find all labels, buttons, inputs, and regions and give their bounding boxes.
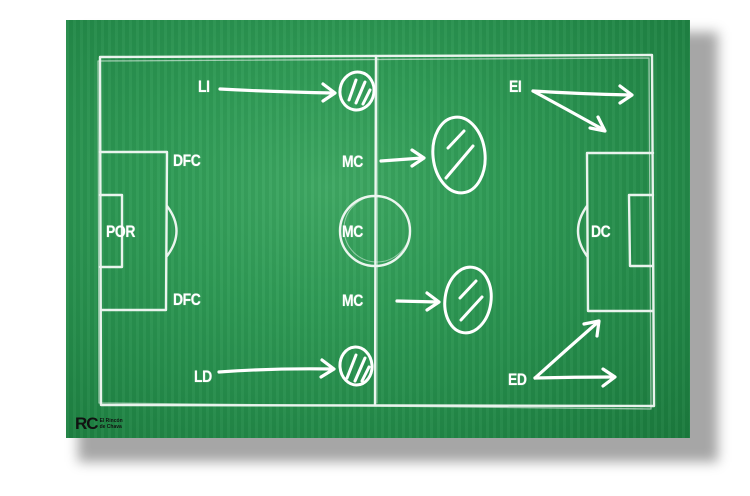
ld-arrowhead — [319, 358, 336, 379]
position-dc: DC — [591, 222, 611, 241]
left-penalty-arc — [165, 204, 178, 258]
li-arrowhead — [321, 82, 337, 103]
logo-mark: RC — [75, 414, 99, 433]
position-dfc-top: DFC — [173, 151, 201, 170]
mc-top-zone-hatch-2 — [444, 144, 475, 180]
position-li: LI — [198, 77, 210, 96]
li-zone — [338, 70, 376, 112]
right-goal-area — [627, 193, 655, 268]
logo-line-2: de Chava — [99, 424, 122, 430]
movement-zones — [338, 70, 493, 387]
ed-arrowhead-inside — [582, 319, 601, 338]
ld-zone-hatch-2 — [353, 356, 367, 383]
ld-zone-hatch-1 — [345, 353, 358, 380]
ed-arrowhead-forward — [601, 367, 617, 388]
ld-zone-hatch-3 — [360, 365, 371, 383]
li-arrow — [218, 87, 336, 95]
halfway-line-sketch — [376, 57, 379, 404]
left-goal-area — [98, 193, 124, 269]
mc-bottom-arrowhead — [425, 291, 441, 312]
ei-arrow-inside — [531, 89, 606, 132]
center-circle-sketch — [343, 195, 411, 263]
ei-arrow-forward — [531, 89, 633, 97]
mc-bottom-zone-hatch-2 — [459, 295, 484, 322]
right-penalty-arc — [576, 204, 589, 258]
position-por: POR — [106, 222, 135, 241]
mc-top-arrowhead — [410, 148, 426, 168]
mc-bottom-zone — [443, 265, 493, 335]
position-mc-top: MC — [342, 152, 363, 171]
mc-bottom-arrow — [395, 299, 440, 304]
center-circle — [338, 194, 412, 268]
position-mc-bottom: MC — [342, 291, 363, 310]
ei-arrowhead-forward — [618, 84, 634, 105]
li-zone-hatch-2 — [354, 80, 367, 105]
brand-logo: RC El Rincón de Chava — [75, 414, 123, 434]
mc-top-arrow — [379, 156, 424, 163]
li-zone-hatch-3 — [361, 88, 372, 106]
pitch-lines — [97, 53, 656, 410]
ei-arrowhead-inside — [588, 115, 607, 133]
li-zone-hatch-1 — [347, 78, 358, 102]
chalkboard — [66, 20, 690, 438]
position-ed: ED — [508, 370, 527, 389]
logo-line-1: El Rincón — [99, 418, 123, 424]
halfway-line — [373, 54, 378, 407]
ed-arrow-forward — [533, 375, 616, 380]
ld-arrow — [217, 367, 335, 374]
position-ei: EI — [509, 77, 522, 96]
outer-boundary — [98, 53, 656, 408]
mc-top-zone-hatch-1 — [446, 129, 466, 150]
position-mc-center: MC — [342, 222, 363, 241]
left-penalty-area — [98, 150, 169, 312]
logo-text: El Rincón de Chava — [100, 418, 123, 430]
ld-zone — [338, 345, 374, 387]
position-dfc-bottom: DFC — [173, 290, 201, 309]
ed-arrow-inside — [533, 320, 600, 380]
mc-bottom-zone-hatch-1 — [458, 279, 478, 300]
outer-boundary-sketch — [97, 57, 652, 410]
position-ld: LD — [194, 367, 212, 386]
right-penalty-area — [585, 151, 655, 313]
movement-arrows — [217, 82, 634, 388]
mc-top-zone — [431, 115, 487, 195]
